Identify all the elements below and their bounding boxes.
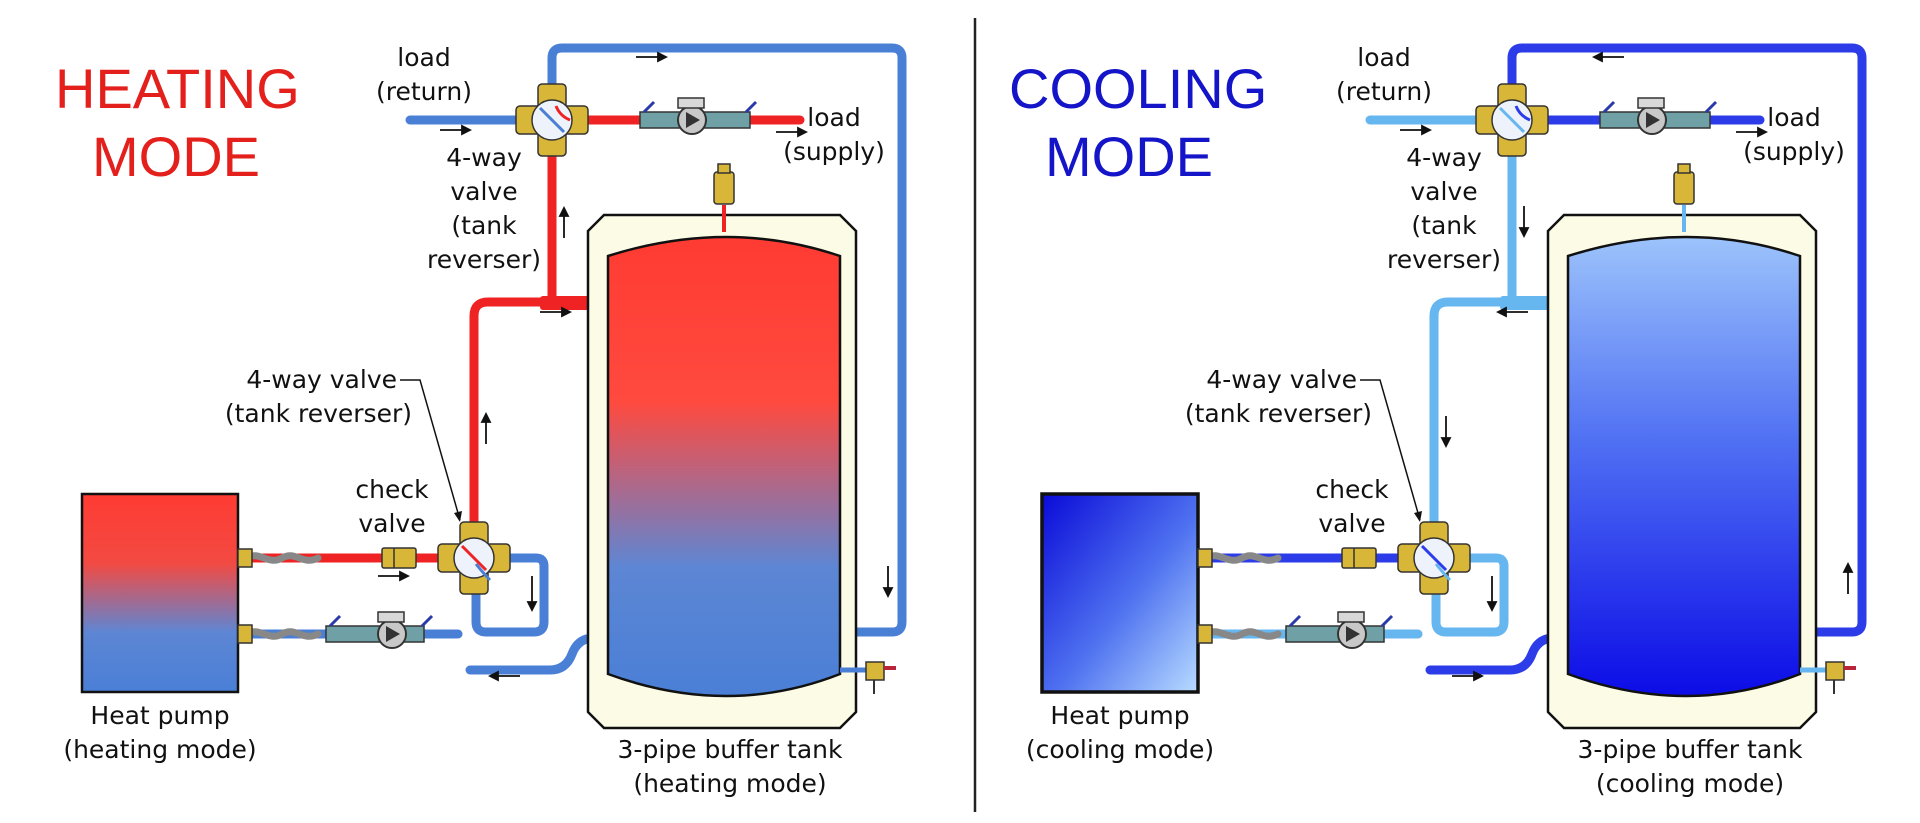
hp-hose-top: [242, 552, 322, 564]
lower-valve-leader: [400, 379, 461, 521]
lower-valve-label: (tank reverser): [225, 399, 412, 428]
hp-circulator-icon: [325, 611, 434, 649]
tank-label: 3-pipe buffer tank: [618, 735, 843, 764]
load-circulator-icon: [639, 97, 758, 135]
lower-loop-pipe: [471, 553, 549, 637]
drain-valve-icon: [840, 661, 896, 694]
heat-pump-label: (cooling mode): [1026, 735, 1214, 764]
tank-label: 3-pipe buffer tank: [1578, 735, 1803, 764]
check-valve-label: check: [1315, 475, 1389, 504]
tank-label: (cooling mode): [1596, 769, 1784, 798]
cool-riser-lower: [1429, 297, 1505, 545]
lower-valve-label: 4-way valve: [1206, 365, 1357, 394]
check-valve-label: check: [355, 475, 429, 504]
hp-fitting-top: [237, 548, 253, 568]
upper-valve-label: (tank: [451, 211, 517, 240]
load-circulator-icon: [1599, 97, 1718, 135]
check-valve-icon: [1341, 547, 1377, 569]
load-supply-label: load: [1767, 103, 1820, 132]
load-supply-label: (supply): [1743, 137, 1845, 166]
load-return-label: load: [1357, 43, 1410, 72]
tank-label: (heating mode): [633, 769, 826, 798]
hp-hose-bottom: [242, 628, 322, 640]
flow-arrows: [1400, 51, 1854, 682]
upper-valve-label: 4-way: [446, 143, 522, 172]
tank-body: [1566, 235, 1802, 698]
heat-pump-label: Heat pump: [1050, 701, 1189, 730]
heat-pump-unit: [80, 492, 240, 694]
lower-4way-valve-icon: [1397, 521, 1471, 595]
air-vent-icon: [713, 163, 735, 205]
hp-fitting-top: [1197, 548, 1213, 568]
hp-circulator-icon: [1285, 611, 1394, 649]
check-valve-label: valve: [358, 509, 425, 538]
drain-valve-icon: [1800, 661, 1856, 694]
upper-valve-label: reverser): [427, 245, 541, 274]
loop-pipe-right: [1507, 43, 1867, 637]
load-return-label: (return): [376, 77, 472, 106]
hp-hose-top: [1202, 552, 1282, 564]
hp-fitting-bottom: [1197, 624, 1213, 644]
tank-body: [606, 235, 842, 698]
mode-title-line1: COOLING: [1009, 57, 1267, 120]
lower-valve-leader: [1360, 379, 1421, 521]
mode-title-line2: MODE: [92, 125, 260, 188]
hp-hose-bottom: [1202, 628, 1282, 640]
check-valve-icon: [381, 547, 417, 569]
cooling-panel: COOLING MODE load (return) load (supply)…: [1009, 43, 1867, 798]
heat-pump-unit: [1040, 492, 1200, 694]
check-valve-label: valve: [1318, 509, 1385, 538]
upper-valve-label: valve: [450, 177, 517, 206]
lower-valve-label: (tank reverser): [1185, 399, 1372, 428]
lower-loop-pipe: [1431, 553, 1509, 637]
upper-valve-label: valve: [1410, 177, 1477, 206]
lower-valve-label: 4-way valve: [246, 365, 397, 394]
upper-valve-label: (tank: [1411, 211, 1477, 240]
flow-arrows: [378, 51, 894, 682]
load-supply-label: (supply): [783, 137, 885, 166]
upper-valve-label: 4-way: [1406, 143, 1482, 172]
air-vent-icon: [1673, 163, 1695, 205]
heat-pump-label: (heating mode): [63, 735, 256, 764]
load-return-label: (return): [1336, 77, 1432, 106]
upper-valve-label: reverser): [1387, 245, 1501, 274]
mode-title-line2: MODE: [1045, 125, 1213, 188]
loop-pipe-right: [547, 43, 907, 637]
load-supply-label: load: [807, 103, 860, 132]
hp-fitting-bottom: [237, 624, 253, 644]
heating-panel: HEATING MODE load (return) load (supply)…: [55, 43, 907, 798]
mode-title-line1: HEATING: [55, 57, 300, 120]
heat-pump-label: Heat pump: [90, 701, 229, 730]
hot-riser-lower: [469, 297, 545, 545]
lower-4way-valve-icon: [437, 521, 511, 595]
upper-4way-valve-icon: [515, 83, 589, 157]
upper-4way-valve-icon: [1475, 83, 1549, 157]
load-return-label: load: [397, 43, 450, 72]
